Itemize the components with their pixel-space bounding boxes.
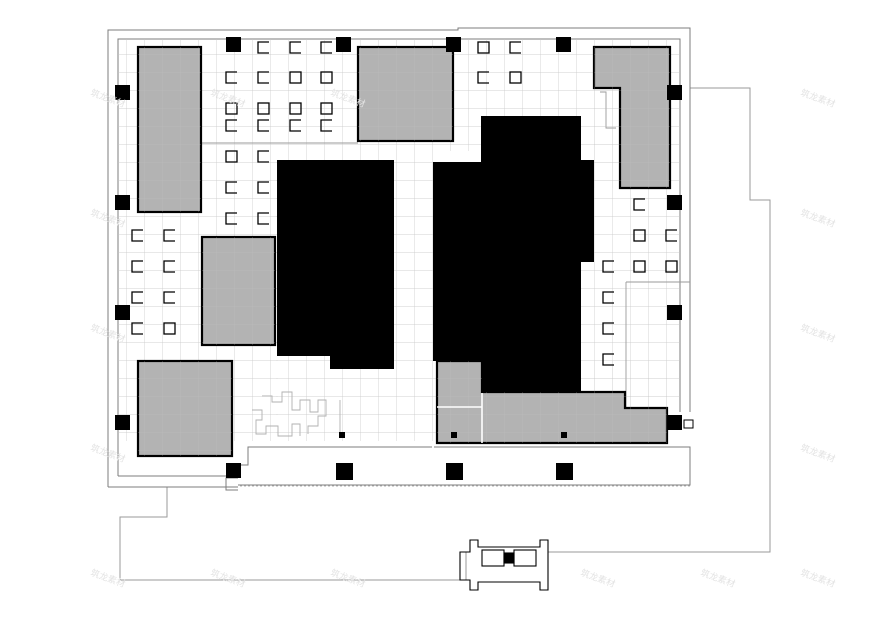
furniture-bracket-25 <box>131 291 143 304</box>
furniture-box-28 <box>163 322 176 335</box>
south-fixture <box>459 539 549 591</box>
furniture-bracket-31 <box>477 71 489 84</box>
furniture-box-29 <box>477 41 490 54</box>
furniture-bracket-26 <box>163 291 175 304</box>
furniture-box-8 <box>257 102 270 115</box>
furniture-bracket-14 <box>320 119 332 132</box>
furniture-bracket-20 <box>257 212 269 225</box>
furniture-bracket-22 <box>163 229 175 242</box>
stair-outline <box>252 391 341 437</box>
watermark-text-10: 筑龙素材 <box>89 567 127 591</box>
furniture-box-15 <box>225 150 238 163</box>
furniture-bracket-2 <box>320 41 332 54</box>
furniture-box-5 <box>289 71 302 84</box>
furniture-bracket-4 <box>257 71 269 84</box>
furniture-bracket-23 <box>131 260 143 273</box>
furniture-bracket-30 <box>509 41 521 54</box>
watermark-text-13: 筑龙素材 <box>579 567 617 591</box>
watermark-text-9: 筑龙素材 <box>799 442 837 466</box>
furniture-bracket-0 <box>257 41 269 54</box>
furniture-bracket-12 <box>257 119 269 132</box>
furniture-bracket-16 <box>257 150 269 163</box>
furniture-bracket-40 <box>602 322 614 335</box>
solid-block-center <box>277 160 394 369</box>
furniture-bracket-18 <box>257 181 269 194</box>
watermark-text-11: 筑龙素材 <box>209 567 247 591</box>
furniture-bracket-35 <box>665 229 677 242</box>
furniture-bracket-36 <box>602 260 614 273</box>
furniture-box-7 <box>225 102 238 115</box>
furniture-box-32 <box>509 71 522 84</box>
furniture-bracket-19 <box>225 212 237 225</box>
furniture-bracket-17 <box>225 181 237 194</box>
furniture-box-37 <box>633 260 646 273</box>
furniture-box-34 <box>633 229 646 242</box>
furniture-bracket-11 <box>225 119 237 132</box>
watermark-text-14: 筑龙素材 <box>699 567 737 591</box>
site-outline <box>119 87 771 581</box>
watermark-text-15: 筑龙素材 <box>799 567 837 591</box>
solid-block-east <box>433 116 594 392</box>
watermark-text-3: 筑龙素材 <box>799 87 837 111</box>
furniture-bracket-3 <box>225 71 237 84</box>
furniture-bracket-13 <box>289 119 301 132</box>
grey-zone-grid <box>138 47 670 456</box>
furniture-bracket-24 <box>163 260 175 273</box>
watermark-text-5: 筑龙素材 <box>799 207 837 231</box>
watermark-text-7: 筑龙素材 <box>799 322 837 346</box>
watermark-text-12: 筑龙素材 <box>329 567 367 591</box>
structural-columns <box>115 37 682 480</box>
grey-zone-white-seams <box>437 393 483 443</box>
furniture-bracket-1 <box>289 41 301 54</box>
furniture-bracket-41 <box>602 353 614 366</box>
furniture-bracket-27 <box>131 322 143 335</box>
furniture-bracket-33 <box>633 198 645 211</box>
furniture-box-9 <box>289 102 302 115</box>
furniture-bracket-39 <box>602 291 614 304</box>
furniture-box-6 <box>320 71 333 84</box>
furniture-bracket-21 <box>131 229 143 242</box>
furniture-box-38 <box>665 260 678 273</box>
furniture-box-10 <box>320 102 333 115</box>
east-entry-mark <box>683 419 694 429</box>
furniture-marks <box>131 41 678 366</box>
